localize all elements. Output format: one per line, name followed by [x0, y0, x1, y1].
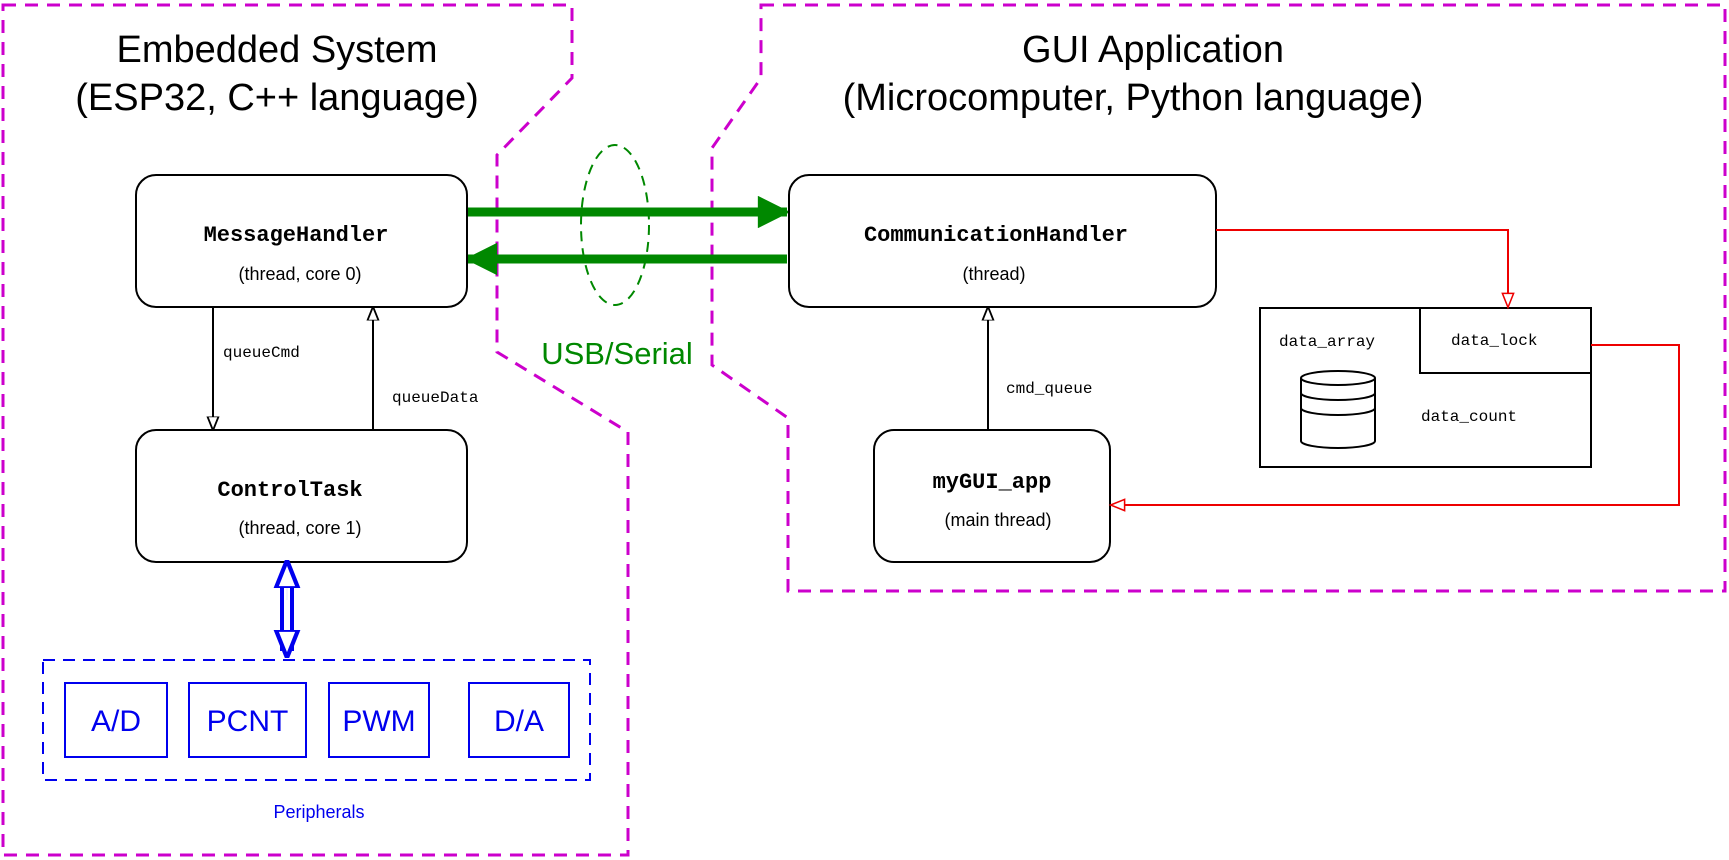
communication-handler-name: CommunicationHandler [864, 223, 1128, 248]
peripherals-group [42, 659, 591, 781]
communication-handler-box [788, 174, 1217, 308]
peripheral-box-pwm [328, 682, 430, 758]
gui-application-region [710, 3, 1727, 593]
peripheral-box-pcnt [188, 682, 307, 758]
queue-data-label: queueData [392, 389, 479, 407]
peripheral-box-d-a [468, 682, 570, 758]
peripherals-label: Peripherals [273, 802, 364, 822]
control-task-name: ControlTask [217, 478, 362, 503]
gui-region-subtitle: (Microcomputer, Python language) [843, 77, 1424, 119]
message-handler-box [135, 174, 468, 308]
communication-handler-detail: (thread) [962, 264, 1025, 284]
mygui-app-detail: (main thread) [944, 510, 1051, 530]
mygui-app-box [873, 429, 1111, 563]
control-task-detail: (thread, core 1) [238, 518, 361, 538]
mygui-app-name: myGUI_app [933, 470, 1052, 495]
data-lock-label: data_lock [1451, 332, 1537, 350]
peripheral-label-d-a: D/A [494, 705, 544, 738]
data-read-flow [1108, 344, 1680, 512]
embedded-system-region [1, 3, 630, 857]
usb-link-ellipse [580, 144, 650, 306]
data-array-label: data_array [1279, 333, 1375, 351]
message-handler-detail: (thread, core 0) [238, 264, 361, 284]
data-write-flow [1216, 229, 1515, 310]
queue-cmd-label: queueCmd [223, 344, 300, 362]
gui-region-title: GUI Application [1022, 29, 1284, 71]
peripheral-label-a-d: A/D [91, 705, 141, 738]
peripheral-label-pcnt: PCNT [207, 705, 289, 738]
cmd-queue-label: cmd_queue [1006, 380, 1092, 398]
message-handler-name: MessageHandler [204, 223, 389, 248]
peripheral-label-pwm: PWM [342, 705, 415, 738]
usb-serial-label: USB/Serial [541, 336, 693, 371]
data-count-label: data_count [1421, 408, 1517, 426]
database-icon [1300, 370, 1376, 449]
embedded-region-subtitle: (ESP32, C++ language) [75, 77, 479, 119]
peripherals-items: A/D PCNT PWM D/A [64, 682, 570, 758]
control-task-box [135, 429, 468, 563]
peripheral-box-a-d [64, 682, 168, 758]
embedded-region-title: Embedded System [116, 29, 437, 71]
